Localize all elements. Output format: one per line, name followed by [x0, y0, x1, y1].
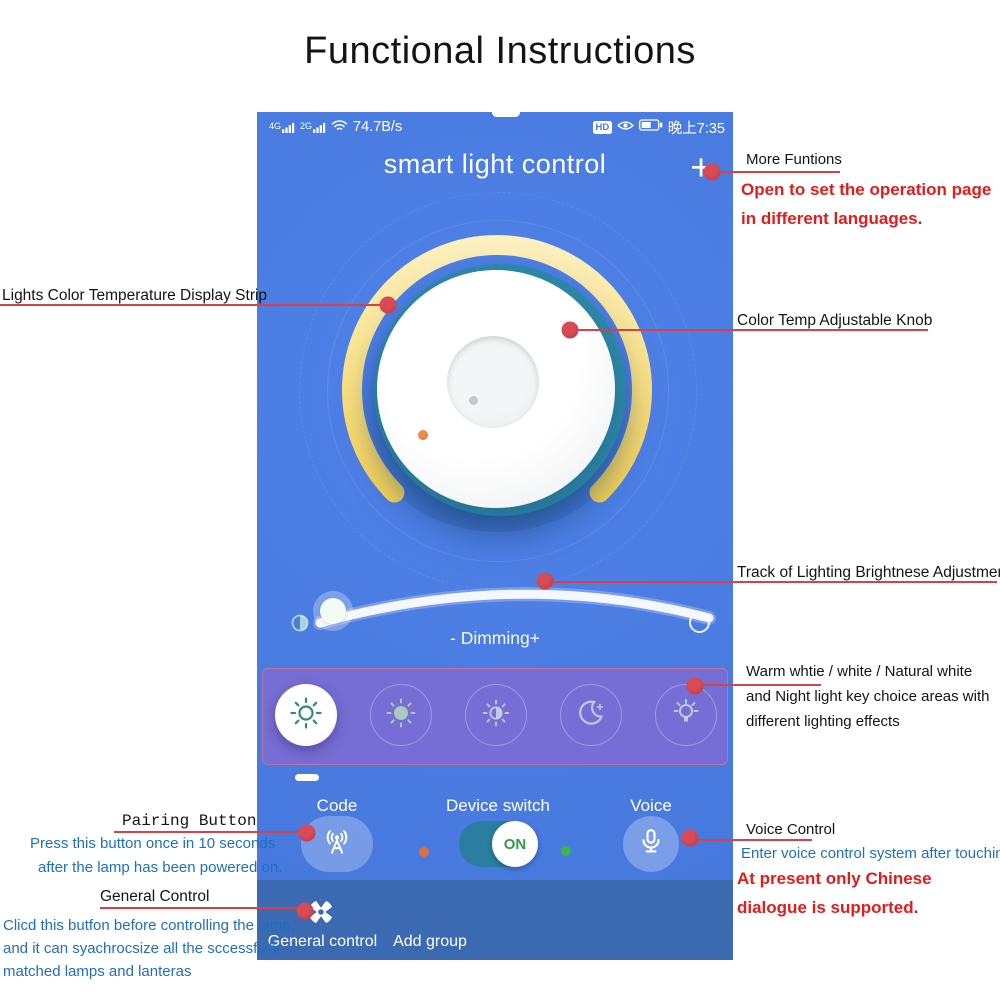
eye-protection-icon: [616, 119, 634, 135]
color-strip-annotation: Lights Color Temperature Display Strip: [2, 287, 268, 304]
sun-contrast-icon: [479, 696, 513, 735]
wifi-icon: [331, 119, 348, 136]
page-title: Functional Instructions: [304, 30, 696, 72]
pairing-note-2: after the lamp has been powered on.: [38, 859, 283, 876]
track-annotation: Track of Lighting Brightnese Adjustment: [737, 564, 1000, 581]
general-control-note-1: Clicd this butfon before controlling the…: [3, 917, 295, 934]
mode-bright-bulb-button[interactable]: [655, 684, 717, 746]
voice-control-note-3: dialogue is supported.: [737, 898, 919, 917]
general-control-note-3: matched lamps and lanteras: [3, 963, 192, 980]
knob-center-cap: [447, 336, 539, 428]
more-functions-annotation: More Funtions: [746, 151, 842, 168]
annotation-dot: [379, 296, 397, 314]
status-right: HD 晚上7:35: [593, 117, 725, 138]
annotation-dot: [561, 321, 579, 339]
more-functions-note-1: Open to set the operation page: [741, 180, 992, 199]
annotation-line: [100, 907, 306, 909]
annotation-dot: [296, 902, 314, 920]
general-control-label: General control: [267, 933, 378, 950]
device-switch-label: Device switch: [446, 796, 550, 815]
brightness-track[interactable]: [297, 552, 717, 652]
sun-outline-icon: [288, 695, 324, 736]
signal-4g-icon: 4G: [269, 121, 295, 133]
annotation-line: [570, 329, 928, 331]
modes-annotation-2: and Night light key choice areas with: [746, 688, 990, 705]
annotation-line: [114, 831, 308, 833]
annotation-line: [0, 304, 390, 306]
status-bar: 4G 2G 74.7B/s HD: [269, 116, 725, 138]
general-control-note-2: and it can syachrocsize all the sccessfu…: [3, 940, 280, 957]
dimming-label: - Dimming+: [450, 628, 540, 648]
mode-natural-white-button[interactable]: [465, 684, 527, 746]
more-functions-note-2: in different languages.: [741, 209, 923, 228]
voice-control-note-2: At present only Chinese: [737, 869, 932, 888]
annotation-dot: [681, 829, 699, 847]
light-mode-panel: [262, 668, 728, 765]
status-left: 4G 2G 74.7B/s: [269, 119, 402, 136]
knob-center-dot: [469, 396, 478, 405]
annotation-line: [712, 171, 840, 173]
annotation-dot: [536, 572, 554, 590]
pairing-note-1: Press this button once in 10 seconds: [30, 835, 276, 852]
mode-white-button[interactable]: [370, 684, 432, 746]
decorative-ring-inner: [327, 220, 669, 562]
pairing-annotation: Pairing Button: [122, 812, 257, 830]
brightness-slider-handle[interactable]: [320, 598, 346, 624]
modes-annotation-1: Warm whtie / white / Natural white: [746, 663, 973, 680]
color-temperature-strip[interactable]: [327, 220, 667, 560]
mode-night-light-button[interactable]: [560, 684, 622, 746]
annotation-line: [690, 839, 812, 841]
general-control-annotation: General Control: [100, 888, 210, 905]
add-group-label: Add group: [393, 933, 467, 950]
pairing-code-button[interactable]: [301, 816, 373, 872]
phone-screenshot: 4G 2G 74.7B/s HD: [257, 108, 733, 960]
bottom-nav-bar: +: [257, 880, 733, 960]
annotation-dot: [703, 163, 721, 181]
decorative-ring-outer: [299, 192, 697, 590]
mode-warm-white-button[interactable]: [275, 684, 337, 746]
dim-low-icon: [289, 612, 311, 639]
bulb-rays-icon: [668, 695, 704, 736]
annotation-dot: [298, 824, 316, 842]
voice-control-annotation: Voice Control: [746, 821, 836, 838]
status-dot-green: [561, 846, 571, 856]
antenna-icon: [321, 826, 353, 863]
voice-label: Voice: [630, 796, 672, 815]
page-indicator: [295, 774, 319, 781]
sun-filled-icon: [383, 695, 419, 736]
app-title: smart light control: [383, 149, 607, 179]
clock-time: 晚上7:35: [667, 120, 725, 137]
hd-badge: HD: [593, 120, 612, 134]
battery-icon: [638, 119, 663, 135]
annotation-line: [695, 684, 821, 686]
dpad-wheel-icon: [304, 899, 338, 933]
dim-high-icon: [689, 612, 710, 633]
microphone-icon: [636, 827, 666, 862]
signal-2g-icon: 2G: [300, 121, 326, 133]
knob-position-dot: [418, 430, 428, 440]
toggle-knob[interactable]: ON: [492, 821, 538, 867]
net-speed: 74.7B/s: [353, 119, 403, 135]
code-label: Code: [316, 796, 358, 815]
moon-star-icon: [573, 695, 609, 736]
device-switch-toggle[interactable]: ON: [459, 821, 538, 867]
phone-notch: [492, 108, 520, 117]
voice-button[interactable]: [623, 816, 679, 872]
status-dot-orange: [419, 847, 429, 857]
modes-annotation-3: different lighting effects: [746, 713, 900, 730]
voice-control-note-1: Enter voice control system after touchin…: [741, 845, 1000, 862]
knob-annotation: Color Temp Adjustable Knob: [737, 312, 933, 329]
annotation-dot: [686, 677, 704, 695]
annotation-line: [545, 581, 997, 583]
